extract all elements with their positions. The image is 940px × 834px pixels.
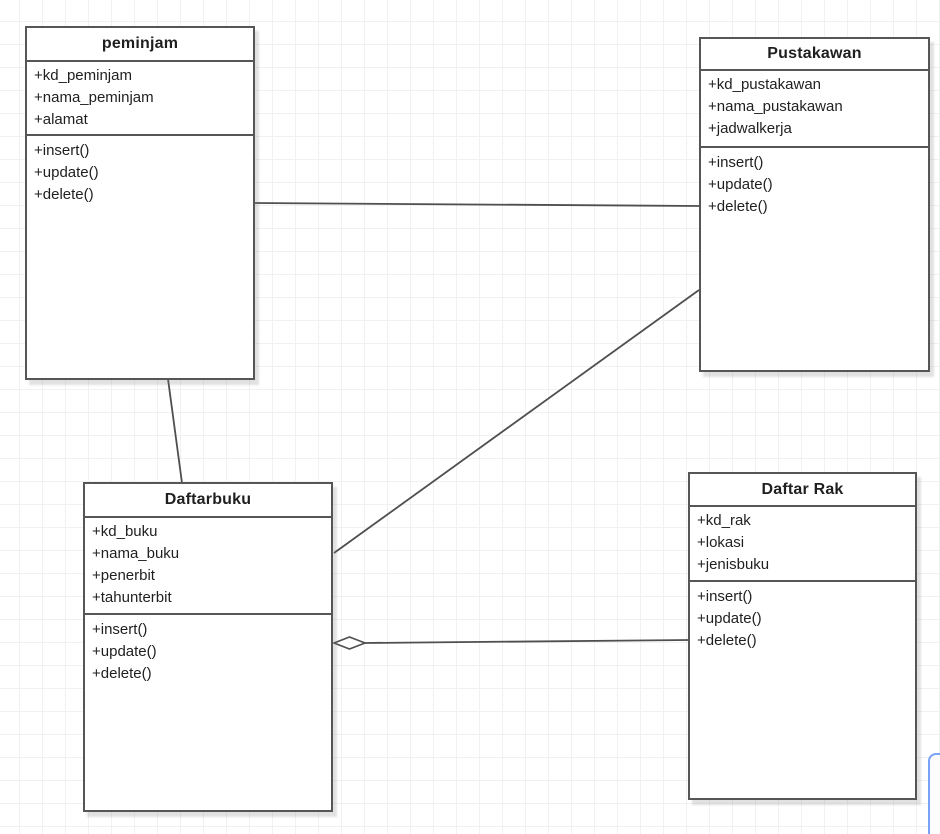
class-pustakawan[interactable]: Pustakawan +kd_pustakawan +nama_pustakaw…: [699, 37, 930, 372]
method: +insert(): [697, 588, 753, 605]
method: +update(): [697, 610, 762, 627]
method: +update(): [92, 643, 157, 660]
attribute: +penerbit: [92, 567, 155, 584]
selected-shape-partial[interactable]: [928, 753, 940, 834]
attribute: +kd_buku: [92, 523, 158, 540]
method: +delete(): [708, 198, 768, 215]
attribute: +nama_peminjam: [34, 89, 154, 106]
attribute: +tahunterbit: [92, 589, 172, 606]
attribute: +jadwalkerja: [708, 120, 792, 137]
method: +insert(): [34, 142, 90, 159]
attribute: +alamat: [34, 111, 88, 128]
attribute: +kd_rak: [697, 512, 751, 529]
connector-peminjam-pustakawan[interactable]: [253, 202, 701, 207]
method: +delete(): [92, 665, 152, 682]
attribute: +jenisbuku: [697, 556, 770, 573]
method: +update(): [708, 176, 773, 193]
attributes-section: +kd_rak +lokasi +jenisbuku: [690, 507, 915, 582]
class-daftarbuku[interactable]: Daftarbuku +kd_buku +nama_buku +penerbit…: [83, 482, 333, 812]
attributes-section: +kd_buku +nama_buku +penerbit +tahunterb…: [85, 518, 331, 615]
attribute: +kd_pustakawan: [708, 76, 821, 93]
connector-daftarbuku-daftarrak[interactable]: [363, 639, 690, 644]
method: +update(): [34, 164, 99, 181]
attributes-section: +kd_pustakawan +nama_pustakawan +jadwalk…: [701, 71, 928, 148]
methods-section: +insert() +update() +delete(): [690, 582, 915, 798]
connector-pustakawan-daftarbuku[interactable]: [333, 289, 700, 554]
methods-section: +insert() +update() +delete(): [701, 148, 928, 370]
attributes-section: +kd_peminjam +nama_peminjam +alamat: [27, 62, 253, 136]
class-title: peminjam: [27, 28, 253, 62]
attribute: +nama_pustakawan: [708, 98, 843, 115]
attribute: +nama_buku: [92, 545, 180, 562]
class-title: Daftar Rak: [690, 474, 915, 507]
class-title: Daftarbuku: [85, 484, 331, 518]
method: +delete(): [697, 632, 757, 649]
connector-peminjam-daftarbuku[interactable]: [167, 378, 183, 484]
class-daftar-rak[interactable]: Daftar Rak +kd_rak +lokasi +jenisbuku +i…: [688, 472, 917, 800]
methods-section: +insert() +update() +delete(): [85, 615, 331, 810]
method: +delete(): [34, 186, 94, 203]
method: +insert(): [708, 154, 764, 171]
attribute: +lokasi: [697, 534, 745, 551]
method: +insert(): [92, 621, 148, 638]
aggregation-diamond[interactable]: [331, 636, 368, 650]
class-peminjam[interactable]: peminjam +kd_peminjam +nama_peminjam +al…: [25, 26, 255, 380]
methods-section: +insert() +update() +delete(): [27, 136, 253, 378]
class-title: Pustakawan: [701, 39, 928, 71]
attribute: +kd_peminjam: [34, 67, 132, 84]
